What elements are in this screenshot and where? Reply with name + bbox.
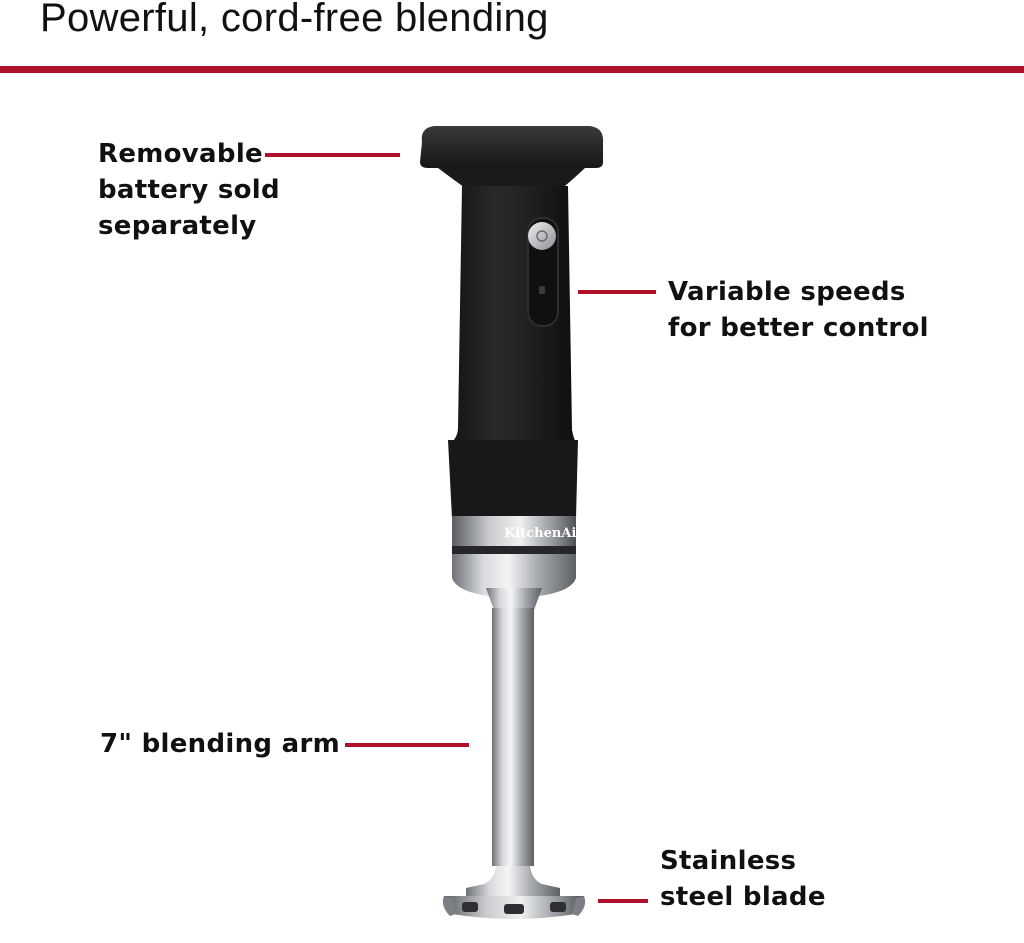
leader-speeds <box>578 290 656 294</box>
leader-blade <box>598 899 648 903</box>
callout-arm-line-1: 7" blending arm <box>100 729 341 759</box>
hand-blender-illustration: KitchenAid <box>420 126 604 919</box>
leader-arm <box>345 743 469 747</box>
callout-blade: Stainless steel blade <box>660 843 826 915</box>
callout-battery: Removable battery sold separately <box>98 136 280 244</box>
callout-arm: 7" blending arm <box>100 726 340 762</box>
battery-cap <box>420 126 604 168</box>
accent-rule <box>0 66 1024 73</box>
blade-guard-neck <box>466 866 560 900</box>
callout-battery-line-2: battery sold <box>98 175 280 205</box>
callout-blade-line-2: steel blade <box>660 882 826 912</box>
leader-battery <box>265 153 400 157</box>
callout-speeds-line-1: Variable speeds <box>668 277 906 307</box>
blending-arm <box>492 608 534 866</box>
callout-speeds: Variable speeds for better control <box>668 274 929 346</box>
lock-icon <box>539 286 545 294</box>
brand-band <box>452 516 576 546</box>
headline: Powerful, cord-free blending <box>40 0 549 40</box>
power-button <box>528 222 556 250</box>
callout-blade-line-1: Stainless <box>660 846 797 876</box>
steel-base <box>452 554 576 598</box>
callout-speeds-line-2: for better control <box>668 313 929 343</box>
brand-logo: KitchenAid <box>504 526 585 541</box>
callout-battery-line-1: Removable <box>98 139 263 169</box>
motor-collar <box>448 440 578 518</box>
callout-battery-line-3: separately <box>98 211 257 241</box>
hand-blender-image: KitchenAid <box>400 110 630 930</box>
